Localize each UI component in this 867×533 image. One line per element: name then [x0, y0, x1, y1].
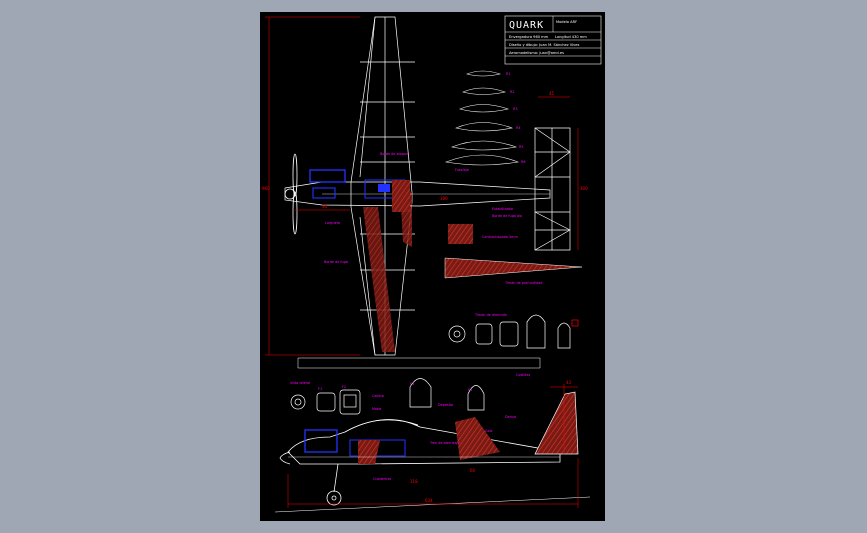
former-number-4: F4 [468, 388, 472, 392]
rib-profiles [444, 70, 520, 166]
note-lower-wing: Borde de fuga ala [492, 214, 522, 218]
dim-fuselage: 380 [440, 196, 448, 201]
dim-stab-width: 45 [549, 91, 555, 96]
rib-number-labels: R1 R2 R3 R4 R5 R6 [506, 72, 526, 164]
dim-side-b: 60 [470, 468, 476, 473]
dim-side-a: 118 [410, 479, 418, 484]
note-rudder: Timón de dirección [474, 313, 507, 317]
note-ribs: Costillas [516, 373, 530, 377]
dim-wingspan: 960 [262, 186, 270, 191]
note-spar: Larguero [325, 221, 340, 225]
dimension-labels: 960 380 45 300 634 43 30 118 60 [262, 91, 588, 503]
fuselage-top-view [284, 169, 551, 212]
former-parts-top [448, 314, 579, 349]
note-engine: Motor [372, 407, 382, 411]
title-block-line-3: Longitud 430 mm [555, 35, 587, 39]
title-block: QUARK Modelo ARF Envergadura 960 mm Long… [504, 15, 602, 65]
former-number-1: F1 [318, 387, 322, 391]
fuselage-side-view [287, 391, 579, 465]
note-canopy: Cabina [372, 394, 384, 398]
stabilizer-top-view [534, 127, 571, 251]
former-number-labels: F1 F2 F3 F4 [318, 382, 472, 392]
dim-nose: 30 [322, 204, 328, 209]
note-tank: Depósito [438, 403, 453, 407]
rib-number-4: R4 [516, 126, 521, 130]
rib-number-1: R1 [506, 72, 511, 76]
wood-parts [297, 224, 583, 369]
note-wing: Borde de ataque [380, 152, 408, 156]
note-stab: Estabilizador [492, 207, 514, 211]
dimension-lines [265, 16, 579, 508]
annotation-notes: Borde de ataque Larguero Borde de fuga F… [290, 152, 542, 481]
rib-number-5: R5 [519, 145, 524, 149]
dim-length: 634 [425, 498, 433, 503]
note-side-view: Vista lateral [290, 381, 310, 385]
note-elevator: Timón de profundidad [504, 281, 542, 285]
note-formers: Cuadernas [373, 477, 391, 481]
title-block-line-1: Modelo ARF [556, 20, 577, 24]
title-block-line-5: Aeromodelismo: Juan@amd.es [509, 51, 564, 55]
former-number-2: F2 [342, 385, 346, 389]
propeller-top-view [284, 153, 298, 235]
landing-gear-side [279, 451, 342, 506]
rib-number-2: R2 [510, 90, 515, 94]
dim-fin-height: 43 [566, 380, 572, 385]
former-number-3: F3 [410, 382, 414, 386]
rib-number-3: R3 [513, 107, 518, 111]
title-block-line-4: Diseño y dibujo: Juan M. Sánchez Vives [509, 43, 579, 47]
note-trailing: Borde de fuga [324, 260, 348, 264]
note-gear: Tren de aterrizaje [429, 441, 460, 445]
rib-number-6: R6 [521, 160, 526, 164]
drawing-sheet: QUARK Modelo ARF Envergadura 960 mm Long… [260, 12, 605, 521]
note-balsa-panel: Contrachapado 3mm [482, 235, 518, 239]
note-fuselage: Fuselaje [455, 168, 469, 172]
former-parts-side [290, 378, 485, 415]
title-block-line-2: Envergadura 960 mm [509, 35, 549, 39]
note-fin: Deriva [505, 415, 516, 419]
note-tail: Cola [485, 429, 492, 433]
dim-stab-span: 300 [580, 186, 588, 191]
title-block-name: QUARK [509, 20, 544, 31]
ground-line [274, 496, 591, 513]
plan-drawing: QUARK Modelo ARF Envergadura 960 mm Long… [262, 15, 602, 513]
